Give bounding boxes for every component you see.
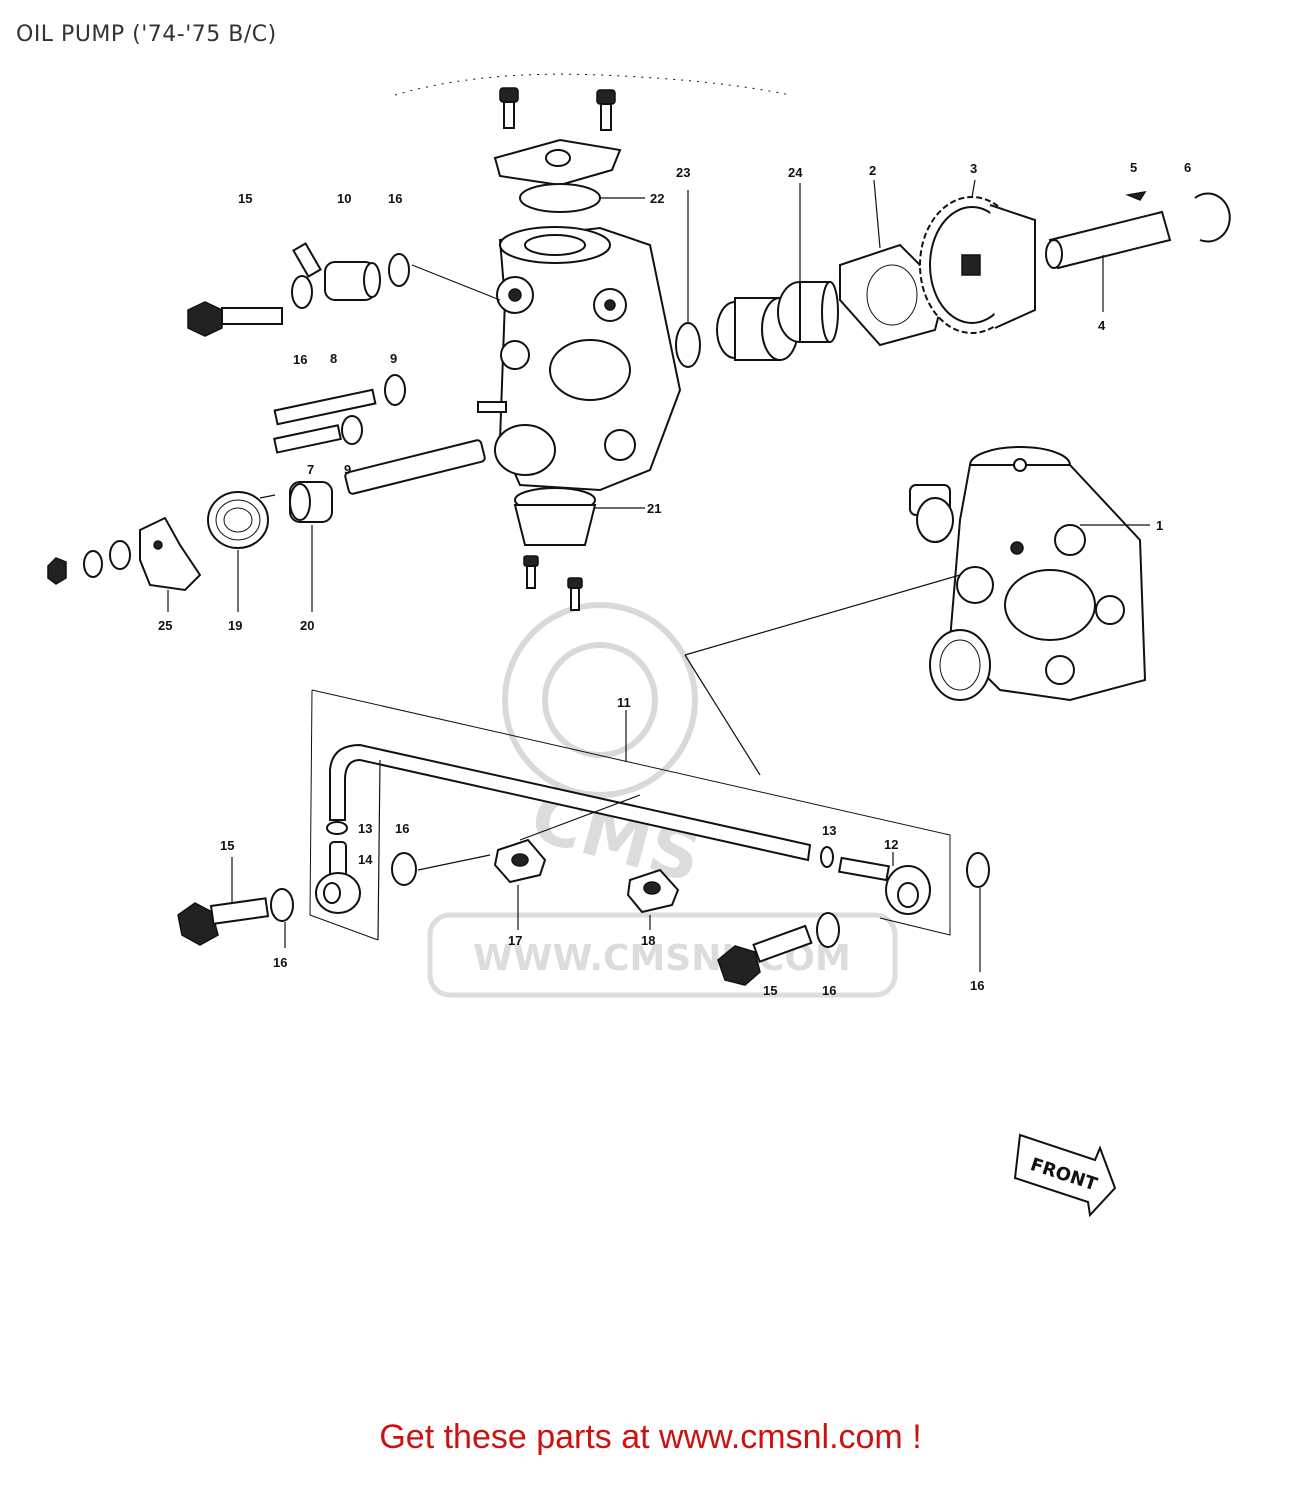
callout-9a: 9: [390, 351, 397, 366]
watermark: CMS WWW.CMSNL.COM: [427, 602, 898, 998]
pump-body: [477, 226, 682, 492]
callout-19: 19: [228, 618, 242, 633]
pump-lever: [139, 516, 202, 592]
leader-10: [411, 264, 501, 301]
banjo-fitting: [292, 242, 381, 301]
banjo-bolt-left: [177, 897, 270, 946]
pump-screw-long: [273, 388, 377, 426]
callout-22: 22: [650, 191, 664, 206]
callout-13b: 13: [822, 823, 836, 838]
callout-4: 4: [1098, 318, 1106, 333]
gasket-2: [839, 243, 947, 347]
callout-20: 20: [300, 618, 314, 633]
return-spring: [207, 491, 276, 549]
callout-23: 23: [676, 165, 690, 180]
pump-bracket: [513, 487, 597, 546]
callout-2: 2: [869, 163, 876, 178]
leader-17-pipe: [519, 794, 641, 841]
cover-o-ring: [519, 183, 601, 213]
footer-link[interactable]: Get these parts at www.cmsnl.com !: [379, 1418, 922, 1456]
leader-2: [873, 179, 881, 249]
watermark-logo-inner: [542, 642, 658, 758]
washer-9b: [341, 415, 363, 445]
pump-shaft: [1045, 210, 1172, 270]
pump-cover-plate: [493, 138, 622, 187]
pipe-group-box: [309, 689, 951, 941]
bracket-screws: [523, 555, 583, 611]
callout-14: 14: [358, 852, 373, 867]
front-direction-arrow: FRONT: [1013, 1133, 1117, 1218]
callout-15a: 15: [238, 191, 252, 206]
washer-16e: [966, 852, 990, 888]
washer-16a: [291, 275, 313, 309]
leader-pump-to-box: [684, 654, 761, 776]
washer-16f: [816, 912, 840, 948]
watermark-logo-circle: [502, 602, 698, 798]
callout-21: 21: [647, 501, 661, 516]
callout-16d: 16: [273, 955, 287, 970]
bearing-24: [777, 281, 839, 343]
banjo-12: [837, 856, 931, 915]
callouts: 1 2 3 4 5 6 7 8 9 9 10 11 12 13 13 14 15…: [158, 160, 1191, 998]
callout-12: 12: [884, 837, 898, 852]
washer-9a: [384, 374, 406, 406]
callout-16e: 16: [822, 983, 836, 998]
callout-18: 18: [641, 933, 655, 948]
callout-8: 8: [330, 351, 337, 366]
callout-1: 1: [1156, 518, 1163, 533]
callout-3: 3: [970, 161, 977, 176]
callout-16b: 16: [293, 352, 307, 367]
leader-pump-assembly: [684, 574, 961, 656]
circlip-6: [1194, 192, 1231, 243]
callout-13a: 13: [358, 821, 372, 836]
engine-outline: [394, 73, 791, 96]
callout-16c: 16: [395, 821, 409, 836]
oil-pipe: [329, 743, 812, 862]
callout-16f: 16: [970, 978, 984, 993]
assembled-pump: [909, 446, 1147, 702]
lever-nuts: [47, 540, 131, 585]
callout-25: 25: [158, 618, 172, 633]
oil-seal-20: [289, 481, 333, 523]
banjo-14: [315, 841, 361, 914]
callout-17: 17: [508, 933, 522, 948]
cover-bolt: [499, 87, 616, 131]
pump-plunger: [344, 439, 486, 495]
callout-11: 11: [617, 695, 631, 710]
leader-16d: [417, 854, 491, 871]
callout-5: 5: [1130, 160, 1137, 175]
pipe-grommet-18: [626, 868, 680, 914]
watermark-banner: [427, 912, 898, 998]
pump-drive-gear: [919, 196, 1036, 334]
pump-screw-short: [273, 424, 342, 454]
leader-14-box: [377, 759, 381, 941]
washer-16c: [270, 888, 294, 922]
callout-7: 7: [307, 462, 314, 477]
pin-5: [1125, 190, 1147, 201]
banjo-bolt-mid: [717, 924, 813, 986]
pipe-grommet-17: [493, 838, 547, 884]
page-title: OIL PUMP ('74-'75 B/C): [16, 22, 277, 47]
washer-16b: [388, 253, 410, 287]
washer-16d: [391, 852, 417, 886]
callout-16a: 16: [388, 191, 402, 206]
callout-15b: 15: [220, 838, 234, 853]
callout-6: 6: [1184, 160, 1191, 175]
callout-10: 10: [337, 191, 351, 206]
banjo-bolt-top: [187, 301, 283, 337]
callout-24: 24: [788, 165, 803, 180]
o-ring-23: [675, 322, 701, 368]
callout-15c: 15: [763, 983, 777, 998]
o-ring-13b: [820, 846, 834, 868]
o-ring-13a: [326, 821, 348, 835]
leader-3: [971, 179, 976, 198]
callout-9b: 9: [344, 462, 351, 477]
